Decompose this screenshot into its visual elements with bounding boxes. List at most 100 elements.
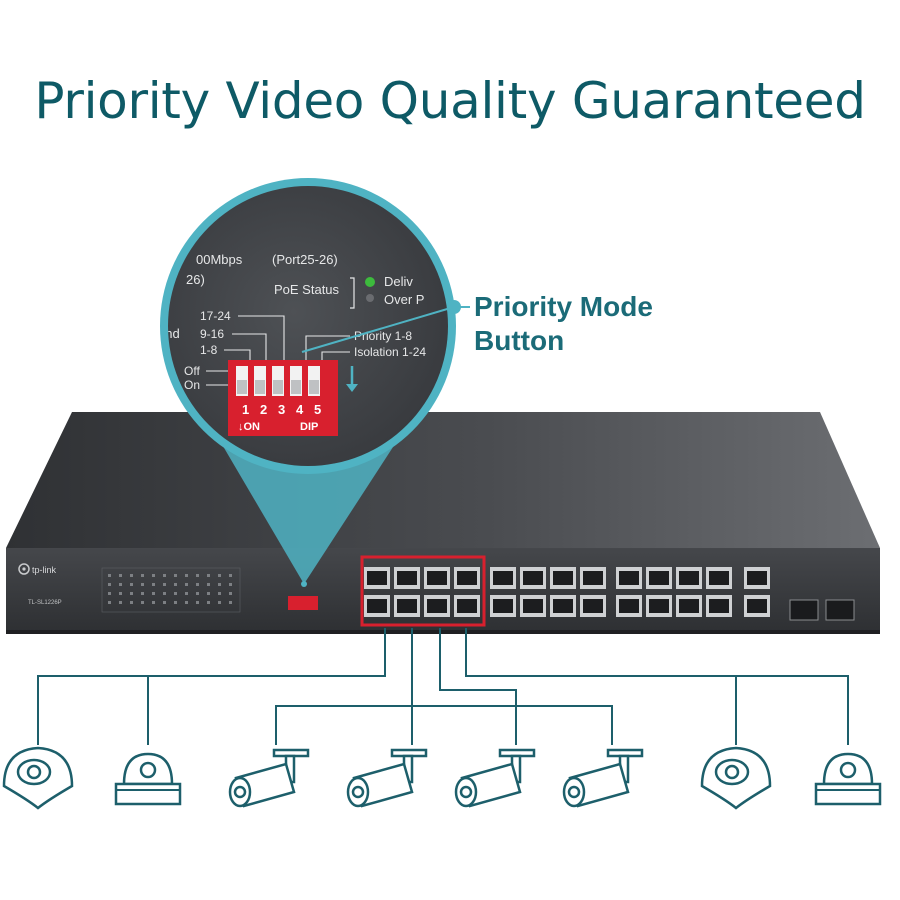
status-led [218, 574, 221, 577]
poe-switch: tp-link TL-SL1226P [6, 412, 880, 634]
poe-deliver-led [365, 277, 375, 287]
status-led [196, 583, 199, 586]
dip-key-slider [237, 380, 247, 394]
status-led [130, 601, 133, 604]
status-led [108, 592, 111, 595]
status-led [152, 592, 155, 595]
camera-row [2, 746, 882, 810]
brand-label: tp-link [32, 565, 57, 575]
dip-number-5: 5 [314, 402, 321, 417]
rj45-port-socket [367, 599, 387, 613]
rj45-port-socket [493, 571, 513, 585]
status-led [152, 583, 155, 586]
led-panel [101, 567, 241, 613]
status-led [185, 583, 188, 586]
status-led [152, 574, 155, 577]
dome-camera-icon [2, 746, 74, 810]
status-led [229, 601, 232, 604]
status-led [163, 574, 166, 577]
rj45-port-socket [553, 571, 573, 585]
zoom-poe-status: PoE Status [274, 282, 340, 297]
rj45-port-socket [747, 599, 767, 613]
status-led [119, 601, 122, 604]
bullet-camera-icon [346, 748, 428, 808]
zoom-on-label: On [184, 378, 200, 392]
status-led [141, 601, 144, 604]
rj45-port-socket [553, 599, 573, 613]
callout-line-1: Priority Mode [474, 291, 653, 322]
rj45-port-socket [649, 571, 669, 585]
status-led [108, 601, 111, 604]
sfp-port-25[interactable] [789, 599, 819, 621]
callout-line-2: Button [474, 325, 565, 356]
status-led [174, 583, 177, 586]
status-led [207, 601, 210, 604]
status-led [119, 592, 122, 595]
dip-number-2: 2 [260, 402, 267, 417]
callout-leader [301, 306, 455, 353]
rj45-port-socket [709, 571, 729, 585]
zoom-priority-label: Priority 1-8 [354, 329, 412, 343]
dip-key-slider [309, 380, 319, 394]
zoom-status-deliver: Deliv [384, 274, 413, 289]
rj45-port-socket [619, 571, 639, 585]
dip-key-slider [255, 380, 265, 394]
rj45-port-socket [397, 571, 417, 585]
status-led [163, 592, 166, 595]
ceiling-dome-camera-icon [114, 752, 182, 806]
dip-number-4: 4 [296, 402, 304, 417]
zoom-status-over: Over P [384, 292, 424, 307]
headline: Priority Video Quality Guaranteed [34, 72, 866, 130]
rj45-port-socket [583, 599, 603, 613]
rj45-port-socket [679, 599, 699, 613]
bullet-camera-icon [562, 748, 644, 808]
rj45-port-socket [583, 571, 603, 585]
status-led [163, 583, 166, 586]
status-led [130, 574, 133, 577]
zoom-group-17-24: 17-24 [200, 309, 231, 323]
zoom-group-9-16: 9-16 [200, 327, 224, 341]
zoom-off-label: Off [184, 364, 200, 378]
zoom-speed-text: 00Mbps [196, 252, 243, 267]
dip-switch[interactable]: 1 2 3 4 5 ↓ON DIP [228, 360, 338, 436]
dip-word-label: DIP [300, 421, 318, 433]
rj45-port-socket [619, 599, 639, 613]
status-led [196, 592, 199, 595]
status-led [218, 583, 221, 586]
model-label: TL-SL1226P [28, 600, 62, 606]
status-led [119, 583, 122, 586]
status-led [229, 574, 232, 577]
status-led [141, 574, 144, 577]
rj45-port-socket [679, 571, 699, 585]
status-led [174, 592, 177, 595]
status-led [196, 574, 199, 577]
status-led [207, 592, 210, 595]
status-led [119, 574, 122, 577]
bullet-camera-icon [454, 748, 536, 808]
zoom-isolation-label: Isolation 1-24 [354, 345, 426, 359]
front-dip-switch[interactable] [288, 596, 318, 610]
dip-number-1: 1 [242, 402, 249, 417]
status-led [130, 583, 133, 586]
switch-top-panel [6, 412, 880, 548]
dome-camera-icon [700, 746, 772, 810]
status-led [152, 601, 155, 604]
rj45-port-socket [367, 571, 387, 585]
dip-on-label: ↓ON [238, 421, 260, 433]
status-led [185, 601, 188, 604]
dip-number-3: 3 [278, 402, 285, 417]
rj45-port-socket [649, 599, 669, 613]
rj45-port-socket [457, 599, 477, 613]
rj45-port-socket [523, 599, 543, 613]
sfp-port-26[interactable] [825, 599, 855, 621]
zoom-magnifier: 00Mbps (Port25-26) 26) PoE Status Deliv … [160, 178, 456, 474]
rj45-port-socket [709, 599, 729, 613]
status-led [141, 583, 144, 586]
switch-front-panel [6, 548, 880, 632]
rj45-port-socket [747, 571, 767, 585]
tp-link-logo [18, 563, 30, 575]
arrow-down-icon [346, 366, 358, 392]
bullet-camera-icon [228, 748, 310, 808]
rj45-port-socket [457, 571, 477, 585]
